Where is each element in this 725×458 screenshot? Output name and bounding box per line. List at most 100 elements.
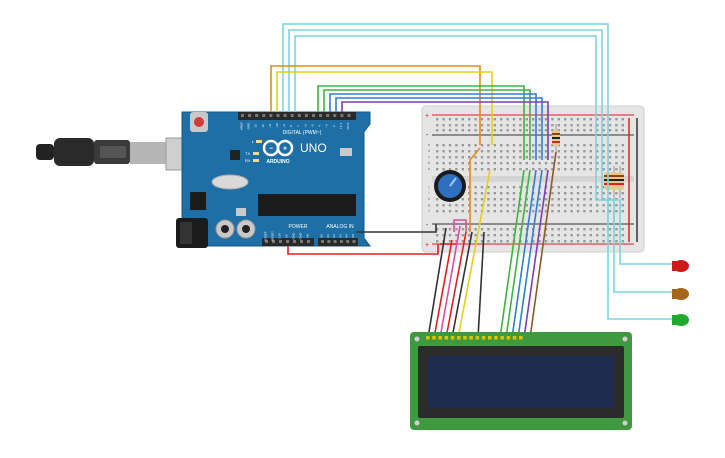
breadboard-hole xyxy=(493,198,496,201)
arduino-digital-pin[interactable] xyxy=(283,114,287,117)
breadboard-hole xyxy=(557,156,560,159)
lcd-pin[interactable] xyxy=(450,336,455,340)
arduino-power-pin[interactable] xyxy=(293,240,296,243)
lcd-pin[interactable] xyxy=(494,336,498,340)
arduino-pin-label: ~11 xyxy=(268,123,272,128)
wire-green-1[interactable] xyxy=(317,85,525,160)
digital-header[interactable] xyxy=(238,112,356,120)
arduino-digital-pin[interactable] xyxy=(326,114,330,117)
wire-lcd-black-1[interactable] xyxy=(427,227,447,339)
breadboard-hole xyxy=(602,240,605,243)
wire-black-gnd[interactable] xyxy=(356,224,437,233)
arduino-power-pin[interactable] xyxy=(300,240,303,243)
arduino-digital-pin[interactable] xyxy=(297,114,301,117)
arduino-digital-pin[interactable] xyxy=(248,114,252,117)
arduino-power-pin[interactable] xyxy=(307,240,310,243)
led-green[interactable] xyxy=(672,314,689,326)
led-orange[interactable] xyxy=(672,288,689,300)
lcd-pin[interactable] xyxy=(475,336,480,340)
arduino-analog-pin[interactable] xyxy=(339,240,343,243)
lcd-pin[interactable] xyxy=(469,336,473,340)
lcd-pin[interactable] xyxy=(481,336,486,340)
arduino-digital-pin[interactable] xyxy=(262,114,266,117)
wire-red-power[interactable] xyxy=(287,244,439,255)
wire-lcd-brown[interactable] xyxy=(529,151,557,339)
resistor-3[interactable] xyxy=(616,166,624,198)
wire-lcd-black-3[interactable] xyxy=(477,231,485,339)
arduino-digital-pin[interactable] xyxy=(276,114,280,117)
breadboard-hole xyxy=(512,124,516,127)
breadboard-hole xyxy=(448,144,452,147)
lcd-pin[interactable] xyxy=(426,336,430,340)
lcd-pin[interactable] xyxy=(438,336,442,340)
arduino-digital-pin[interactable] xyxy=(333,114,337,117)
lcd-pin[interactable] xyxy=(488,336,492,340)
breadboard-hole xyxy=(500,162,503,165)
arduino-analog-pin[interactable] xyxy=(327,240,331,243)
wire-lcd-red-2[interactable] xyxy=(445,231,467,339)
resistor-bank[interactable] xyxy=(604,166,624,198)
arduino-power-pin[interactable] xyxy=(265,240,268,243)
breadboard-hole xyxy=(538,234,541,237)
wire-lcd-green-1[interactable] xyxy=(499,169,525,339)
reset-button[interactable] xyxy=(194,117,204,127)
wire-blue-1[interactable] xyxy=(329,93,537,160)
breadboard-hole xyxy=(596,124,599,127)
wire-lcd-red-1[interactable] xyxy=(433,239,453,339)
wire-lcd-orange[interactable] xyxy=(469,147,481,232)
breadboard-hole xyxy=(564,228,567,231)
arduino-digital-pin[interactable] xyxy=(347,114,351,117)
wire-purple-1[interactable] xyxy=(341,101,549,160)
arduino-analog-pin[interactable] xyxy=(333,240,337,243)
arduino-power-pin[interactable] xyxy=(272,240,275,243)
arduino-power-pin[interactable] xyxy=(286,240,289,243)
wire-pink-pot[interactable] xyxy=(453,219,467,232)
lcd-pin[interactable] xyxy=(500,336,504,340)
breadboard-hole xyxy=(551,228,554,231)
breadboard-hole xyxy=(576,186,580,189)
wire-orange-1[interactable] xyxy=(270,65,481,145)
wire-lcd-purple[interactable] xyxy=(523,169,549,339)
wire-cyan-3[interactable] xyxy=(294,35,676,320)
arduino-digital-pin[interactable] xyxy=(312,114,315,117)
arduino-analog-pin[interactable] xyxy=(346,240,350,243)
lcd-pin[interactable] xyxy=(519,336,523,340)
breadboard-hole xyxy=(532,124,535,127)
wire-lcd-blue-1[interactable] xyxy=(511,169,537,339)
wire-lcd-green-2[interactable] xyxy=(505,169,531,339)
wire-yellow-1[interactable] xyxy=(276,71,493,145)
wire-lcd-pink[interactable] xyxy=(439,225,461,339)
lcd-pin[interactable] xyxy=(512,336,517,340)
lcd-pin[interactable] xyxy=(506,336,511,340)
potentiometer[interactable] xyxy=(434,170,466,202)
arduino-power-pin[interactable] xyxy=(279,240,282,243)
breadboard-hole xyxy=(519,129,522,132)
arduino-digital-pin[interactable] xyxy=(241,114,244,117)
arduino-analog-pin[interactable] xyxy=(321,240,324,243)
resistor-top[interactable] xyxy=(552,124,560,152)
wire-green-2[interactable] xyxy=(323,89,531,160)
lcd-pin[interactable] xyxy=(432,336,436,340)
led-red[interactable] xyxy=(672,260,689,272)
arduino-analog-pin[interactable] xyxy=(352,240,356,243)
breadboard-hole xyxy=(519,156,522,159)
arduino-digital-pin[interactable] xyxy=(340,114,344,117)
analog-header[interactable] xyxy=(318,238,358,246)
lcd-pin[interactable] xyxy=(463,336,467,340)
arduino-board[interactable]: DIGITAL (PWM~) − + ARDUINO UNO L TX RX xyxy=(176,111,371,248)
arduino-pin-label: RESET xyxy=(271,231,275,241)
wire-lcd-blue-2[interactable] xyxy=(517,169,543,339)
wire-lcd-black-2[interactable] xyxy=(451,231,473,339)
lcd-pin[interactable] xyxy=(444,336,449,340)
arduino-digital-pin[interactable] xyxy=(269,114,273,117)
wire-blue-2[interactable] xyxy=(335,97,543,160)
arduino-digital-pin[interactable] xyxy=(304,114,308,117)
usb-cable[interactable] xyxy=(36,137,203,171)
arduino-digital-pin[interactable] xyxy=(290,114,294,117)
lcd-module[interactable] xyxy=(410,332,632,430)
lcd-pin[interactable] xyxy=(457,336,461,340)
breadboard-hole xyxy=(564,144,567,147)
arduino-digital-pin[interactable] xyxy=(319,114,323,117)
wire-lcd-yellow[interactable] xyxy=(457,169,491,339)
arduino-digital-pin[interactable] xyxy=(255,114,259,117)
